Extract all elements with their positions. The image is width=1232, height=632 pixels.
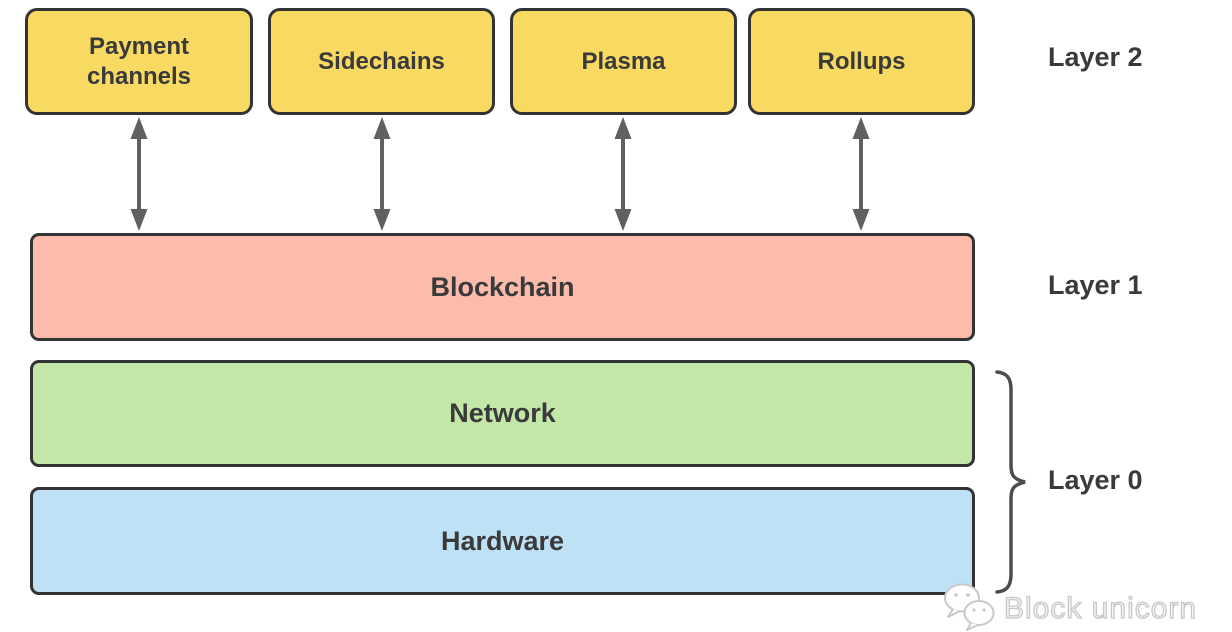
box-plasma: Plasma bbox=[510, 8, 737, 115]
layer0-brace bbox=[995, 370, 1026, 594]
double-arrow-payment-channels-blockchain bbox=[130, 117, 148, 231]
box-sidechains: Sidechains bbox=[268, 8, 495, 115]
double-arrow-rollups-blockchain bbox=[852, 117, 870, 231]
layer2-label: Layer 2 bbox=[1048, 42, 1143, 72]
wechat-chat-bubbles-icon bbox=[944, 583, 995, 631]
box-blockchain: Blockchain bbox=[30, 233, 975, 341]
layer0-label: Layer 0 bbox=[1048, 465, 1143, 495]
layer1-label: Layer 1 bbox=[1048, 270, 1143, 300]
box-network: Network bbox=[30, 360, 975, 467]
double-arrow-sidechains-blockchain bbox=[373, 117, 391, 231]
watermark-label: Block unicorn bbox=[1003, 591, 1198, 625]
box-hardware: Hardware bbox=[30, 487, 975, 595]
double-arrow-plasma-blockchain bbox=[614, 117, 632, 231]
box-payment-channels: Payment channels bbox=[25, 8, 253, 115]
box-rollups: Rollups bbox=[748, 8, 975, 115]
